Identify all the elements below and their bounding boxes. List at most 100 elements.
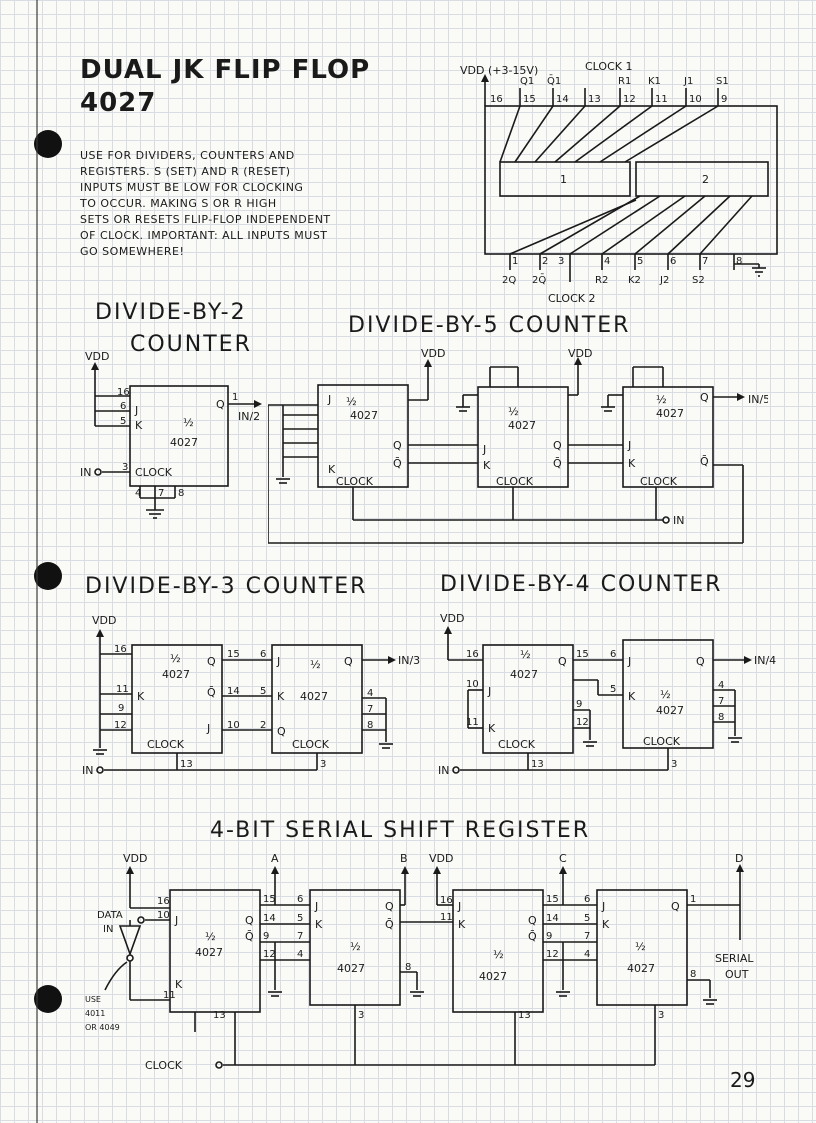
pin-name: J2 xyxy=(659,275,669,286)
q-output-label: Q xyxy=(393,439,402,452)
pin-number: 7 xyxy=(367,704,373,715)
margin-line xyxy=(36,0,38,1123)
chip-label: 4027 xyxy=(162,668,190,681)
pin-number: 8 xyxy=(405,962,411,973)
pin-number: 5 xyxy=(297,913,303,924)
k-input-label: K xyxy=(602,918,610,931)
chip-label: 4027 xyxy=(170,436,198,449)
clock-label: CLOCK xyxy=(135,466,173,479)
description-line: USE FOR DIVIDERS, COUNTERS AND xyxy=(80,149,295,162)
j-input-label: J xyxy=(276,655,280,668)
half-label: ½ xyxy=(635,940,646,953)
pin-number: 6 xyxy=(120,401,126,412)
clock-in-label: CLOCK xyxy=(145,1059,183,1072)
pin-name: K2 xyxy=(628,275,641,286)
binder-hole-middle xyxy=(34,562,62,590)
k-input-label: K xyxy=(628,690,636,703)
pin-number: 5 xyxy=(260,686,266,697)
clock-label: CLOCK xyxy=(336,475,374,488)
j-input-label: J xyxy=(482,443,486,456)
vdd-label: VDD xyxy=(123,852,147,865)
description-line: GO SOMEWHERE! xyxy=(80,245,185,258)
description-line: SETS OR RESETS FLIP-FLOP INDEPENDENT xyxy=(80,213,331,226)
description-line: REGISTERS. S (SET) AND R (RESET) xyxy=(80,165,291,178)
flipflop-1-label: 1 xyxy=(560,173,567,186)
qbar-output-label: Q̄ xyxy=(700,455,709,468)
half-label: ½ xyxy=(346,395,357,408)
output-a-label: A xyxy=(271,852,279,865)
j-input-label: J xyxy=(601,900,605,913)
output-d-label: D xyxy=(735,852,743,865)
vdd-label: VDD xyxy=(429,852,453,865)
pin-number: 7 xyxy=(158,488,164,499)
pin-number: 4 xyxy=(718,680,724,691)
clock-label: CLOCK xyxy=(640,475,678,488)
description: USE FOR DIVIDERS, COUNTERS AND REGISTERS… xyxy=(80,148,460,260)
chip-label: 4027 xyxy=(195,946,223,959)
pin-number: 9 xyxy=(546,931,552,942)
chip-label: 4027 xyxy=(656,704,684,717)
pin-number: 10 xyxy=(689,94,702,105)
pin-number: 16 xyxy=(440,895,453,906)
k-input-label: K xyxy=(135,419,143,432)
pin-number: 12 xyxy=(623,94,636,105)
divide-by-4-circuit: VDD J K ½ 4027 Q CLOCK J K ½ 4027 Q CLOC… xyxy=(438,612,776,777)
output-in-over-3: IN/3 xyxy=(398,654,420,667)
pin-number: 13 xyxy=(213,1010,226,1021)
pin-number: 16 xyxy=(490,94,503,105)
binder-hole-bottom xyxy=(34,985,62,1013)
j-input-label: J xyxy=(327,393,331,406)
pin-number: 2 xyxy=(260,720,266,731)
pin-name: J1 xyxy=(683,76,693,87)
description-line: TO OCCUR. MAKING S OR R HIGH xyxy=(80,197,277,210)
pin-number: 12 xyxy=(546,949,559,960)
pin-name: Q̄1 xyxy=(547,74,561,87)
q-output-label: Q xyxy=(671,900,680,913)
pin-number: 11 xyxy=(163,990,176,1001)
description-line: INPUTS MUST BE LOW FOR CLOCKING xyxy=(80,181,304,194)
pin-number: 15 xyxy=(546,894,559,905)
shift-register-circuit: VDD VDD A B C D DATA IN USE 4011 OR 4049… xyxy=(85,852,754,1072)
pin-name: R1 xyxy=(618,76,631,87)
half-label: ½ xyxy=(660,688,671,701)
q-output-label: Q xyxy=(344,655,353,668)
page-title: DUAL JK FLIP FLOP xyxy=(80,55,371,85)
pin-name: Q1 xyxy=(520,76,534,87)
pin-name: R2 xyxy=(595,275,608,286)
use-note: OR 4049 xyxy=(85,1023,120,1032)
pin-number: 4 xyxy=(367,688,373,699)
q-output-label: Q xyxy=(245,914,254,927)
k-input-label: K xyxy=(328,463,336,476)
pin-number: 13 xyxy=(180,759,193,770)
pin-number: 14 xyxy=(556,94,569,105)
q-output-label: Q xyxy=(385,900,394,913)
qbar-output-label: Q̄ xyxy=(385,918,394,931)
output-in-over-5: IN/5 xyxy=(748,393,768,406)
vdd-label: VDD xyxy=(440,612,464,625)
serial-out-label: SERIAL xyxy=(715,952,754,965)
vdd-label: VDD xyxy=(92,614,116,627)
pin-number: 13 xyxy=(531,759,544,770)
chip-label: 4027 xyxy=(300,690,328,703)
pin-number: 14 xyxy=(227,686,240,697)
divide-by-3-circuit: VDD K ½ 4027 Q Q̄ J CLOCK J K Q ½ 4027 Q… xyxy=(82,614,420,777)
qbar-output-label: Q̄ xyxy=(528,930,537,943)
chip-label: 4027 xyxy=(350,409,378,422)
pin-number: 3 xyxy=(558,256,564,267)
chip-label: 4027 xyxy=(656,407,684,420)
binder-hole-top xyxy=(34,130,62,158)
pin-number: 11 xyxy=(116,684,129,695)
pin-number: 8 xyxy=(690,969,696,980)
pin-number: 3 xyxy=(658,1010,664,1021)
pin-number: 10 xyxy=(227,720,240,731)
half-label: ½ xyxy=(520,648,531,661)
use-note: USE xyxy=(85,995,101,1004)
pin-number: 4 xyxy=(604,256,610,267)
divide-by-2-title: DIVIDE-BY-2 xyxy=(95,300,247,325)
half-label: ½ xyxy=(205,930,216,943)
pin-number: 14 xyxy=(546,913,559,924)
vdd-label: VDD xyxy=(421,347,445,360)
k-input-label: K xyxy=(628,457,636,470)
half-label: ½ xyxy=(508,405,519,418)
pin-number: 12 xyxy=(576,717,589,728)
